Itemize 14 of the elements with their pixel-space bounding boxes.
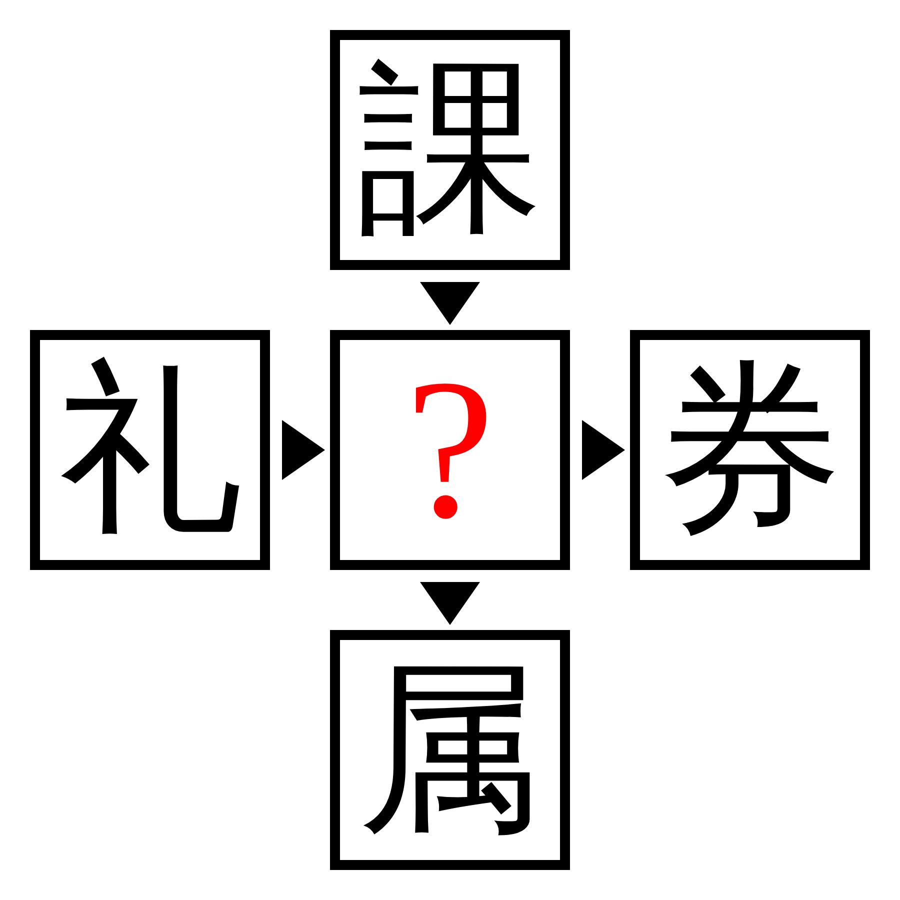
character-box	[330, 30, 570, 270]
character-box	[330, 630, 570, 870]
arrow	[420, 282, 480, 325]
kanji-character: 礼	[58, 358, 242, 542]
kanji-character: 属	[358, 658, 542, 842]
arrow	[420, 582, 480, 625]
arrow	[282, 420, 325, 480]
question-mark: ?	[406, 350, 494, 550]
character-box	[330, 330, 570, 570]
character-box	[30, 330, 270, 570]
kanji-character: 券	[658, 358, 842, 542]
character-box	[630, 330, 870, 570]
kanji-character: 課	[358, 58, 542, 242]
arrow	[582, 420, 625, 480]
